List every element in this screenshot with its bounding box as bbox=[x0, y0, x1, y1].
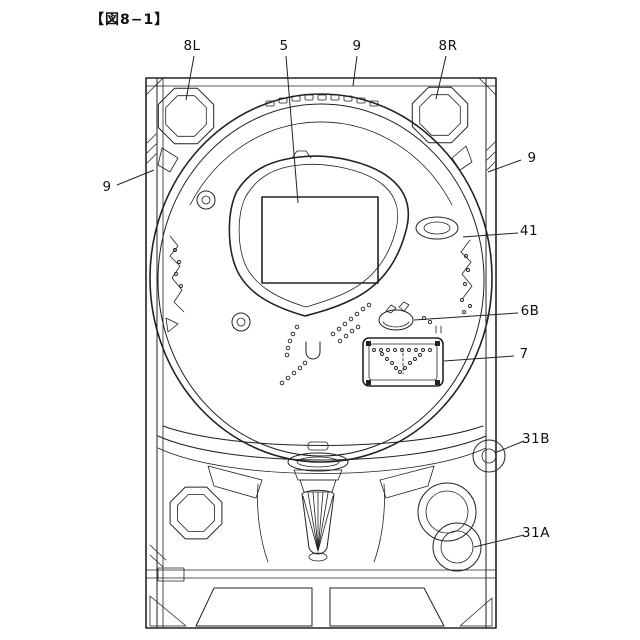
ref-label-8R: 8R bbox=[438, 38, 458, 54]
device-7 bbox=[362, 337, 444, 387]
device-31A bbox=[432, 522, 482, 572]
figure-title: 【図8−1】 bbox=[90, 12, 170, 28]
ref-label-41: 41 bbox=[519, 223, 539, 239]
ref-label-7: 7 bbox=[519, 346, 529, 362]
board-frame bbox=[145, 77, 497, 629]
top-vent-rail bbox=[265, 94, 379, 107]
device-6B bbox=[378, 301, 442, 334]
center-bottom-ornament bbox=[287, 441, 349, 562]
gate-pockets bbox=[196, 190, 321, 360]
ref-label-31A: 31A bbox=[522, 525, 550, 541]
corner-unit-8L bbox=[157, 87, 215, 173]
bottom-base-plates bbox=[149, 567, 493, 627]
device-41 bbox=[415, 216, 459, 240]
lcd-screen bbox=[261, 196, 379, 284]
center-shield-unit bbox=[228, 150, 410, 317]
ref-label-9-right: 9 bbox=[527, 150, 537, 166]
side-decorations bbox=[165, 235, 473, 333]
bottom-left-unit bbox=[169, 486, 223, 540]
leader-lines bbox=[116, 55, 525, 548]
ref-label-8L: 8L bbox=[183, 38, 201, 54]
ref-label-9-top: 9 bbox=[352, 38, 362, 54]
nail-dot-rows bbox=[279, 302, 372, 386]
bottom-right-units bbox=[417, 439, 506, 572]
bottom-stage bbox=[157, 425, 487, 563]
game-field-rails bbox=[149, 93, 493, 463]
ref-label-6B: 6B bbox=[520, 303, 540, 319]
ref-label-9-left: 9 bbox=[102, 179, 112, 195]
ref-label-31B: 31B bbox=[522, 431, 550, 447]
ref-label-5: 5 bbox=[279, 38, 289, 54]
device-31B bbox=[472, 439, 506, 473]
corner-unit-8R bbox=[411, 86, 473, 171]
